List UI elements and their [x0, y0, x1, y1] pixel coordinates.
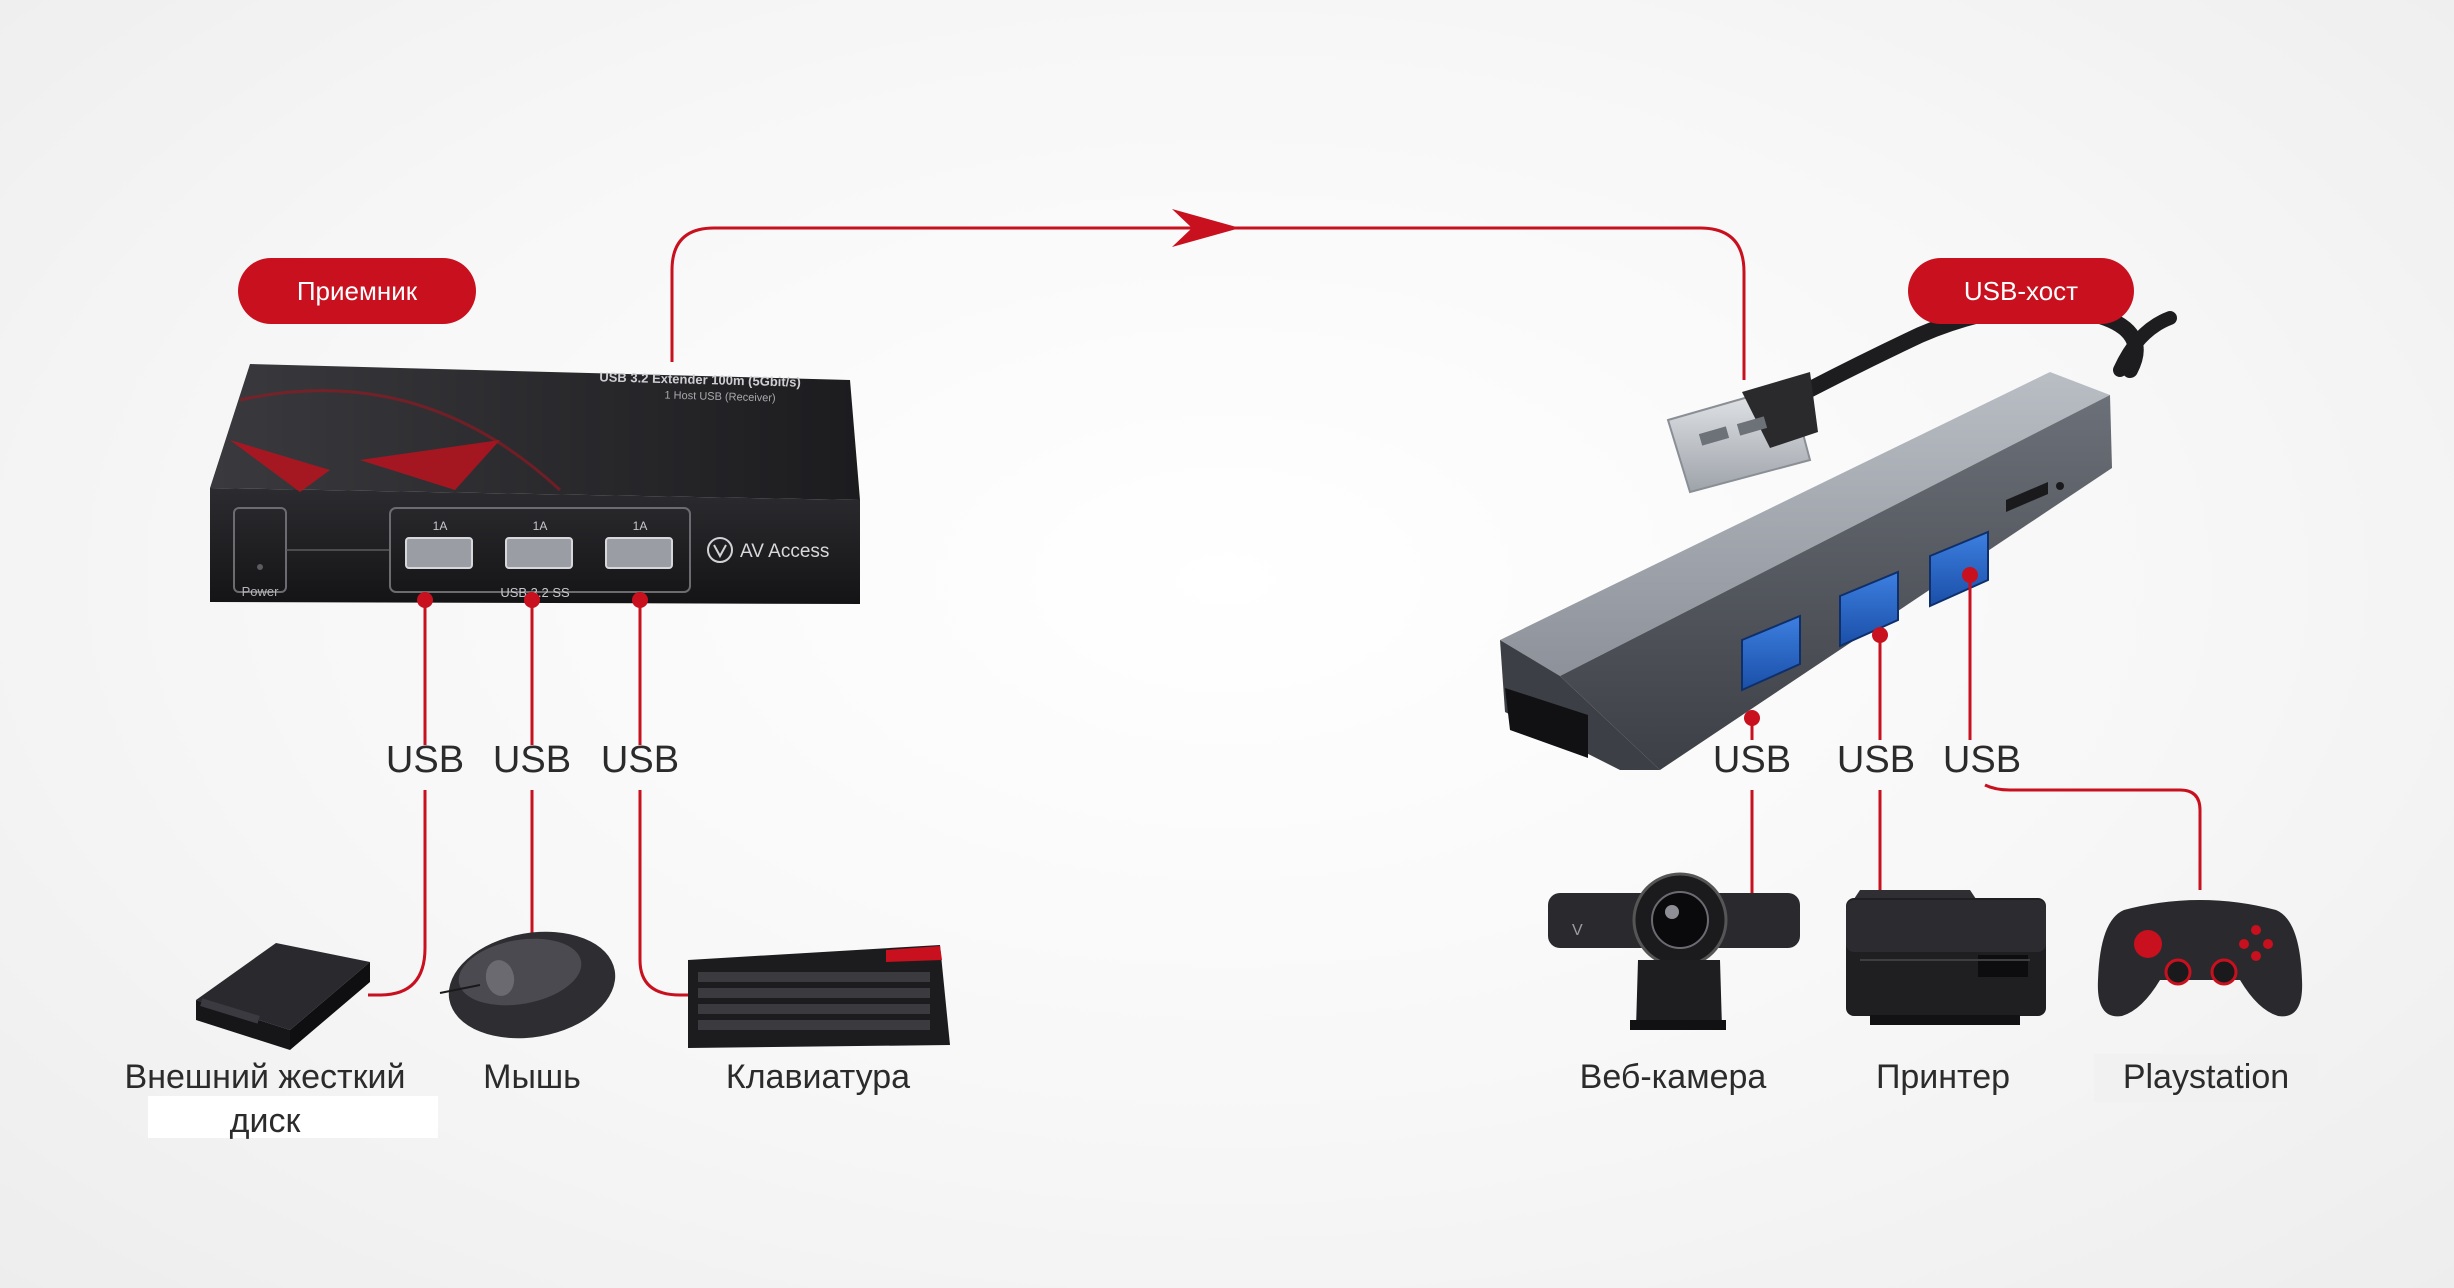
device-label-webcam: Веб-камера	[1580, 1058, 1767, 1096]
hub-usb-port-2	[1839, 570, 1899, 648]
port-label-1: 1A	[433, 519, 448, 533]
host-badge	[1908, 258, 2134, 324]
device-label-keyboard: Клавиатура	[726, 1058, 910, 1096]
playstation-label-bg	[2094, 1054, 2318, 1102]
left-usb-label-1: USB	[386, 739, 464, 781]
hdd-label-line2-bg	[148, 1096, 438, 1138]
power-led	[257, 564, 263, 570]
right-usb-label-3: USB	[1943, 739, 2021, 781]
right-port-dots	[1744, 567, 1978, 726]
left-port-dots	[417, 592, 648, 608]
receiver-panel-subtext: 1 Host USB (Receiver)	[664, 390, 776, 405]
hdmi-port	[1505, 688, 1588, 758]
receiver-device: USB 3.2 Extender 100m (5Gbit/s) 1 Host U…	[210, 364, 860, 604]
uplink-connection	[670, 226, 1746, 380]
power-label: Power	[242, 584, 280, 599]
mouse-icon	[439, 931, 616, 1039]
left-usb-label-3: USB	[601, 739, 679, 781]
right-usb-label-2: USB	[1837, 739, 1915, 781]
svg-text:V: V	[1572, 922, 1583, 939]
sd-card-slot	[2006, 482, 2048, 512]
receiver-badge-label: Приемник	[297, 276, 418, 306]
hub-usb-port-1	[1741, 614, 1801, 692]
keyboard-icon	[688, 945, 950, 1048]
printer-icon	[1846, 890, 2046, 1025]
right-connections	[1750, 575, 2202, 895]
host-badge-label: USB-хост	[1964, 276, 2078, 306]
usb-port-group	[389, 507, 691, 593]
port-label-3: 1A	[633, 519, 648, 533]
device-label-playstation: Playstation	[2123, 1058, 2289, 1096]
usb-port-1	[405, 537, 473, 569]
usb-port-2	[505, 537, 573, 569]
gamepad-icon	[2097, 900, 2303, 1017]
brand-name: AV Access	[740, 541, 829, 562]
device-label-mouse: Мышь	[483, 1058, 581, 1096]
receiver-badge	[238, 258, 476, 324]
device-label-hdd-line2: диск	[230, 1102, 302, 1140]
usb-host-hub	[1500, 299, 2177, 770]
receiver-panel-text: USB 3.2 Extender 100m (5Gbit/s)	[599, 369, 801, 389]
right-usb-label-1: USB	[1713, 739, 1791, 781]
direction-arrow-icon	[1172, 209, 1240, 247]
brand-logo-icon	[707, 537, 733, 563]
left-connections	[368, 600, 688, 997]
left-usb-label-2: USB	[493, 739, 571, 781]
external-hard-drive-icon	[196, 943, 370, 1050]
webcam-icon: V	[1548, 872, 1800, 1030]
device-label-printer: Принтер	[1876, 1058, 2010, 1096]
usb-port-3	[605, 537, 673, 569]
usb-group-label: USB 3.2 SS	[500, 585, 570, 600]
hub-usb-port-3	[1929, 530, 1989, 608]
device-label-hdd: Внешний жесткий	[125, 1058, 406, 1096]
port-label-2: 1A	[533, 519, 548, 533]
